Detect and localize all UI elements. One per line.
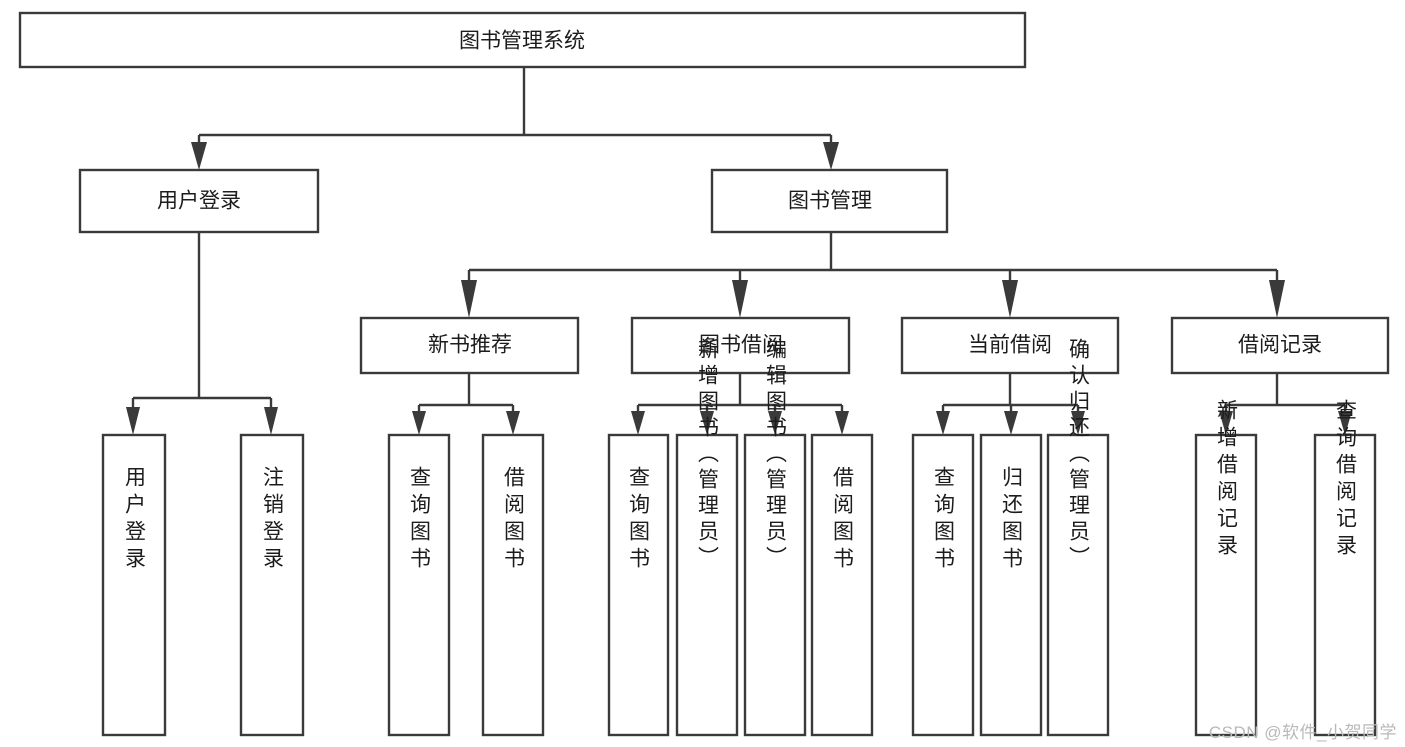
- node-leaf-query-book-1-label: 查询图书: [408, 466, 432, 574]
- node-leaf-borrow-book-1-label: 借阅图书: [502, 466, 526, 574]
- node-book-manage-label: 图书管理: [788, 190, 872, 213]
- arrow-head-current-borrow: [1002, 280, 1018, 318]
- arrow-head-leaf-query-book-3: [936, 411, 950, 435]
- arrow-head-leaf-add-record: [1219, 411, 1233, 435]
- node-user-login-label: 用户登录: [157, 190, 241, 213]
- node-leaf-query-book-1-box[interactable]: [387, 433, 451, 737]
- node-leaf-edit-book[interactable]: 编辑图书（管理员）: [743, 338, 807, 737]
- node-leaf-confirm-return[interactable]: 确认归还（管理员）: [1046, 338, 1110, 737]
- arrow-head-new-book-rec: [461, 280, 477, 318]
- arrow-head-leaf-borrow-book-2: [835, 411, 849, 435]
- node-new-book-rec-box[interactable]: [359, 316, 580, 375]
- arrow-head-leaf-return-book: [1004, 411, 1018, 435]
- arrow-head-book-borrow: [732, 280, 748, 318]
- node-current-borrow-label: 当前借阅: [968, 334, 1052, 357]
- node-user-login-box[interactable]: [78, 168, 320, 234]
- node-new-book-rec[interactable]: 新书推荐: [359, 316, 580, 375]
- node-leaf-query-book-3-label: 查询图书: [932, 466, 956, 574]
- arrow-head-leaf-query-book-2: [631, 411, 645, 435]
- node-root-box[interactable]: [18, 11, 1027, 69]
- node-leaf-logout[interactable]: 注销登录: [239, 433, 305, 737]
- node-leaf-logout-label: 注销登录: [261, 466, 285, 574]
- node-borrow-record-box[interactable]: [1170, 316, 1390, 375]
- node-leaf-query-book-1[interactable]: 查询图书: [387, 433, 451, 737]
- node-leaf-edit-book-label: 编辑图书（管理员）: [764, 338, 788, 572]
- node-leaf-add-record-label: 新增借阅记录: [1215, 399, 1239, 561]
- arrow-head-leaf-confirm-return: [1071, 411, 1085, 435]
- arrow-head-book-manage: [823, 142, 839, 170]
- node-leaf-confirm-return-label: 确认归还（管理员）: [1067, 338, 1091, 572]
- node-user-login[interactable]: 用户登录: [78, 168, 320, 234]
- node-leaf-borrow-book-2-box[interactable]: [810, 433, 874, 737]
- node-leaf-add-record-box[interactable]: [1194, 433, 1258, 737]
- node-book-manage-box[interactable]: [710, 168, 949, 234]
- node-leaf-query-record-label: 查询借阅记录: [1334, 399, 1358, 561]
- node-leaf-borrow-book-2[interactable]: 借阅图书: [810, 433, 874, 737]
- node-book-borrow-label: 图书借阅: [699, 334, 783, 357]
- node-leaf-confirm-return-box[interactable]: [1046, 433, 1110, 737]
- arrow-head-leaf-borrow-book-1: [506, 411, 520, 435]
- node-leaf-query-record[interactable]: 查询借阅记录: [1313, 399, 1377, 737]
- node-leaf-add-book-label: 新增图书（管理员）: [696, 338, 720, 572]
- node-leaf-return-book-label: 归还图书: [1000, 466, 1024, 574]
- node-leaf-add-book-box[interactable]: [675, 433, 739, 737]
- node-new-book-rec-label: 新书推荐: [428, 334, 512, 357]
- node-leaf-borrow-book-1[interactable]: 借阅图书: [481, 433, 545, 737]
- arrow-head-leaf-query-record: [1338, 411, 1352, 435]
- node-leaf-query-book-2-label: 查询图书: [627, 466, 651, 574]
- node-leaf-return-book-box[interactable]: [979, 433, 1043, 737]
- arrow-head-leaf-add-book: [700, 411, 714, 435]
- node-root-label: 图书管理系统: [459, 30, 585, 53]
- node-leaf-query-book-3[interactable]: 查询图书: [911, 433, 975, 737]
- arrow-head-leaf-edit-book: [768, 411, 782, 435]
- arrow-head-leaf-user-login: [126, 407, 140, 435]
- arrow-head-user-login: [191, 142, 207, 170]
- node-book-borrow[interactable]: 图书借阅: [630, 316, 851, 375]
- node-borrow-record[interactable]: 借阅记录: [1170, 316, 1390, 375]
- node-leaf-query-book-2[interactable]: 查询图书: [607, 433, 670, 737]
- node-leaf-logout-box[interactable]: [239, 433, 305, 737]
- arrow-head-borrow-record: [1269, 280, 1285, 318]
- node-leaf-borrow-book-2-label: 借阅图书: [831, 466, 855, 574]
- node-leaf-query-book-3-box[interactable]: [911, 433, 975, 737]
- node-current-borrow[interactable]: 当前借阅: [900, 316, 1120, 375]
- node-book-borrow-box[interactable]: [630, 316, 851, 375]
- arrow-head-leaf-query-book-1: [412, 411, 426, 435]
- node-root[interactable]: 图书管理系统: [18, 11, 1027, 69]
- node-leaf-query-record-box[interactable]: [1313, 433, 1377, 737]
- arrow-head-leaf-logout: [264, 407, 278, 435]
- node-leaf-user-login-label: 用户登录: [123, 466, 147, 574]
- node-leaf-edit-book-box[interactable]: [743, 433, 807, 737]
- node-leaf-add-record[interactable]: 新增借阅记录: [1194, 399, 1258, 737]
- node-leaf-user-login[interactable]: 用户登录: [101, 433, 167, 737]
- node-book-manage[interactable]: 图书管理: [710, 168, 949, 234]
- node-borrow-record-label: 借阅记录: [1238, 334, 1322, 357]
- node-leaf-add-book[interactable]: 新增图书（管理员）: [675, 338, 739, 737]
- node-leaf-user-login-box[interactable]: [101, 433, 167, 737]
- connectors-layer: [126, 67, 1352, 435]
- node-leaf-borrow-book-1-box[interactable]: [481, 433, 545, 737]
- node-current-borrow-box[interactable]: [900, 316, 1120, 375]
- node-leaf-return-book[interactable]: 归还图书: [979, 433, 1043, 737]
- node-leaf-query-book-2-box[interactable]: [607, 433, 670, 737]
